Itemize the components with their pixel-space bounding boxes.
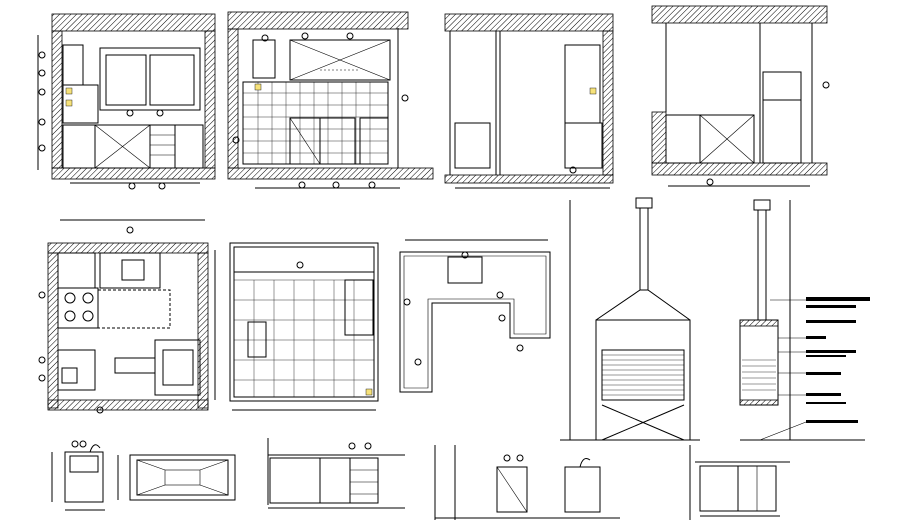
elevation-1	[37, 13, 216, 190]
counter-elevation	[267, 438, 405, 509]
hood-annotation-leaders	[759, 297, 870, 441]
sink-section	[51, 440, 105, 511]
plan-layout	[38, 219, 216, 414]
corner-cabinet-detail	[689, 445, 790, 520]
sink-cabinet-detail	[434, 445, 620, 520]
elevation-4	[651, 5, 830, 187]
chimney-hood-front	[560, 197, 700, 441]
elevation-2	[227, 11, 434, 189]
wall-tile-grid	[242, 81, 389, 165]
floor-tile-plan	[229, 242, 379, 411]
sink-plan	[117, 454, 236, 501]
chimney-hood-side	[739, 199, 870, 441]
counter-plan	[399, 239, 551, 393]
elevation-3	[444, 13, 614, 189]
